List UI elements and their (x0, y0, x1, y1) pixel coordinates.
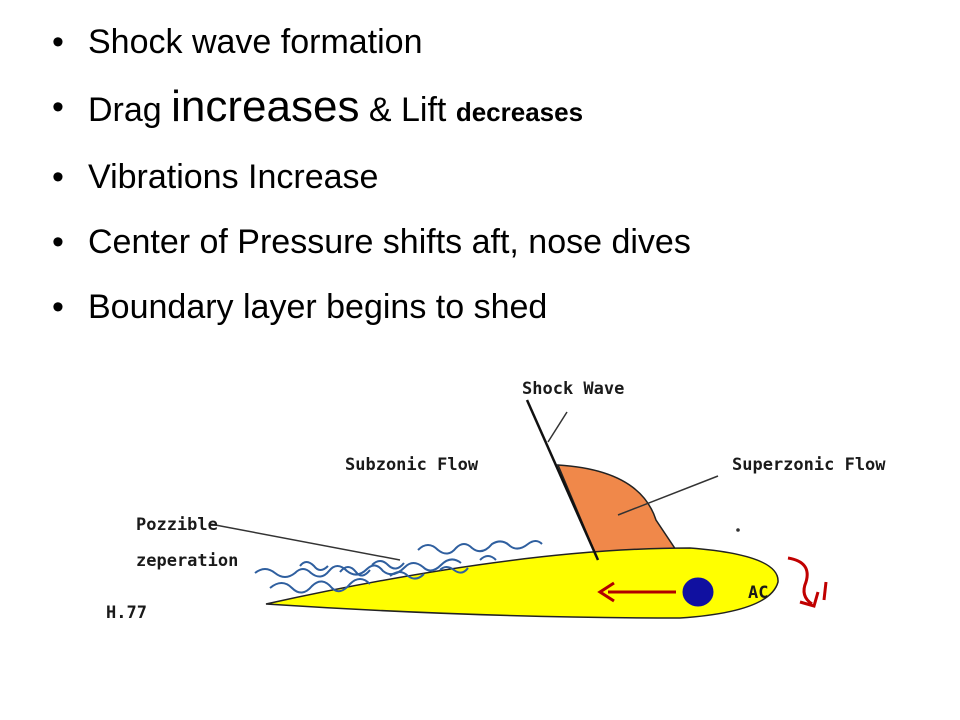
small-mark (736, 528, 740, 532)
bullet-vibrations-increase: • Vibrations Increase (52, 157, 691, 197)
shock-wave-label: Shock Wave (522, 379, 624, 399)
shock-wave-leader (547, 411, 568, 443)
bullet-text-drag: Drag (88, 91, 172, 129)
bullet-text: Vibrations Increase (88, 158, 379, 196)
bullet-dot: • (52, 223, 64, 261)
moment-arrow-curve (787, 556, 813, 606)
boundary-layer-loops-3 (417, 540, 543, 555)
bullet-dot: • (52, 158, 64, 196)
ac-label: AC (748, 583, 768, 603)
aerodynamic-center-dot (682, 577, 714, 607)
separation-leader (209, 523, 401, 561)
cp-arrow-head (597, 581, 615, 603)
bullet-dot: • (52, 23, 64, 61)
bullet-text: Center of Pressure shifts aft, nose dive… (88, 223, 691, 261)
bullet-text: Boundary layer begins to shed (88, 288, 548, 326)
center-of-pressure-arrow (597, 581, 676, 603)
supersonic-flow-leader (617, 475, 719, 516)
separation-label: zeperation (136, 551, 238, 571)
bullet-shock-wave-formation: • Shock wave formation (52, 22, 691, 62)
figure-id-label: H.77 (106, 603, 147, 623)
shock-wave-line (525, 399, 600, 561)
subsonic-flow-label: Subzonic Flow (345, 455, 479, 475)
boundary-layer-loops-5 (389, 555, 497, 580)
nose-down-moment-arrow (787, 556, 828, 608)
bullet-text-lift: & Lift (359, 91, 456, 129)
bullet-dot: • (52, 288, 64, 326)
airfoil-shape (265, 547, 779, 619)
moment-arrow-tick (822, 581, 828, 601)
bullet-center-of-pressure: • Center of Pressure shifts aft, nose di… (52, 222, 691, 262)
boundary-layer-separation (254, 540, 543, 594)
bullet-text-increases: increases (171, 82, 360, 131)
moment-arrow-head (799, 591, 820, 608)
supersonic-flow-label: Superzonic Flow (732, 455, 886, 475)
transonic-airfoil-diagram: Shock Wave Subzonic Flow Superzonic Flow… (106, 379, 886, 623)
possible-label: Pozzible (136, 515, 218, 535)
bullet-text-decreases: decreases (455, 97, 584, 127)
bullet-text: Shock wave formation (88, 23, 423, 61)
bullet-drag-lift: • Drag increases & Lift decreases (52, 85, 691, 132)
boundary-layer-loops-2 (269, 578, 371, 594)
bullet-boundary-layer: • Boundary layer begins to shed (52, 287, 691, 327)
bullet-list: • Shock wave formation • Drag increases … (52, 22, 691, 352)
bullet-dot: • (52, 88, 64, 126)
boundary-layer-loops-4 (299, 560, 405, 577)
